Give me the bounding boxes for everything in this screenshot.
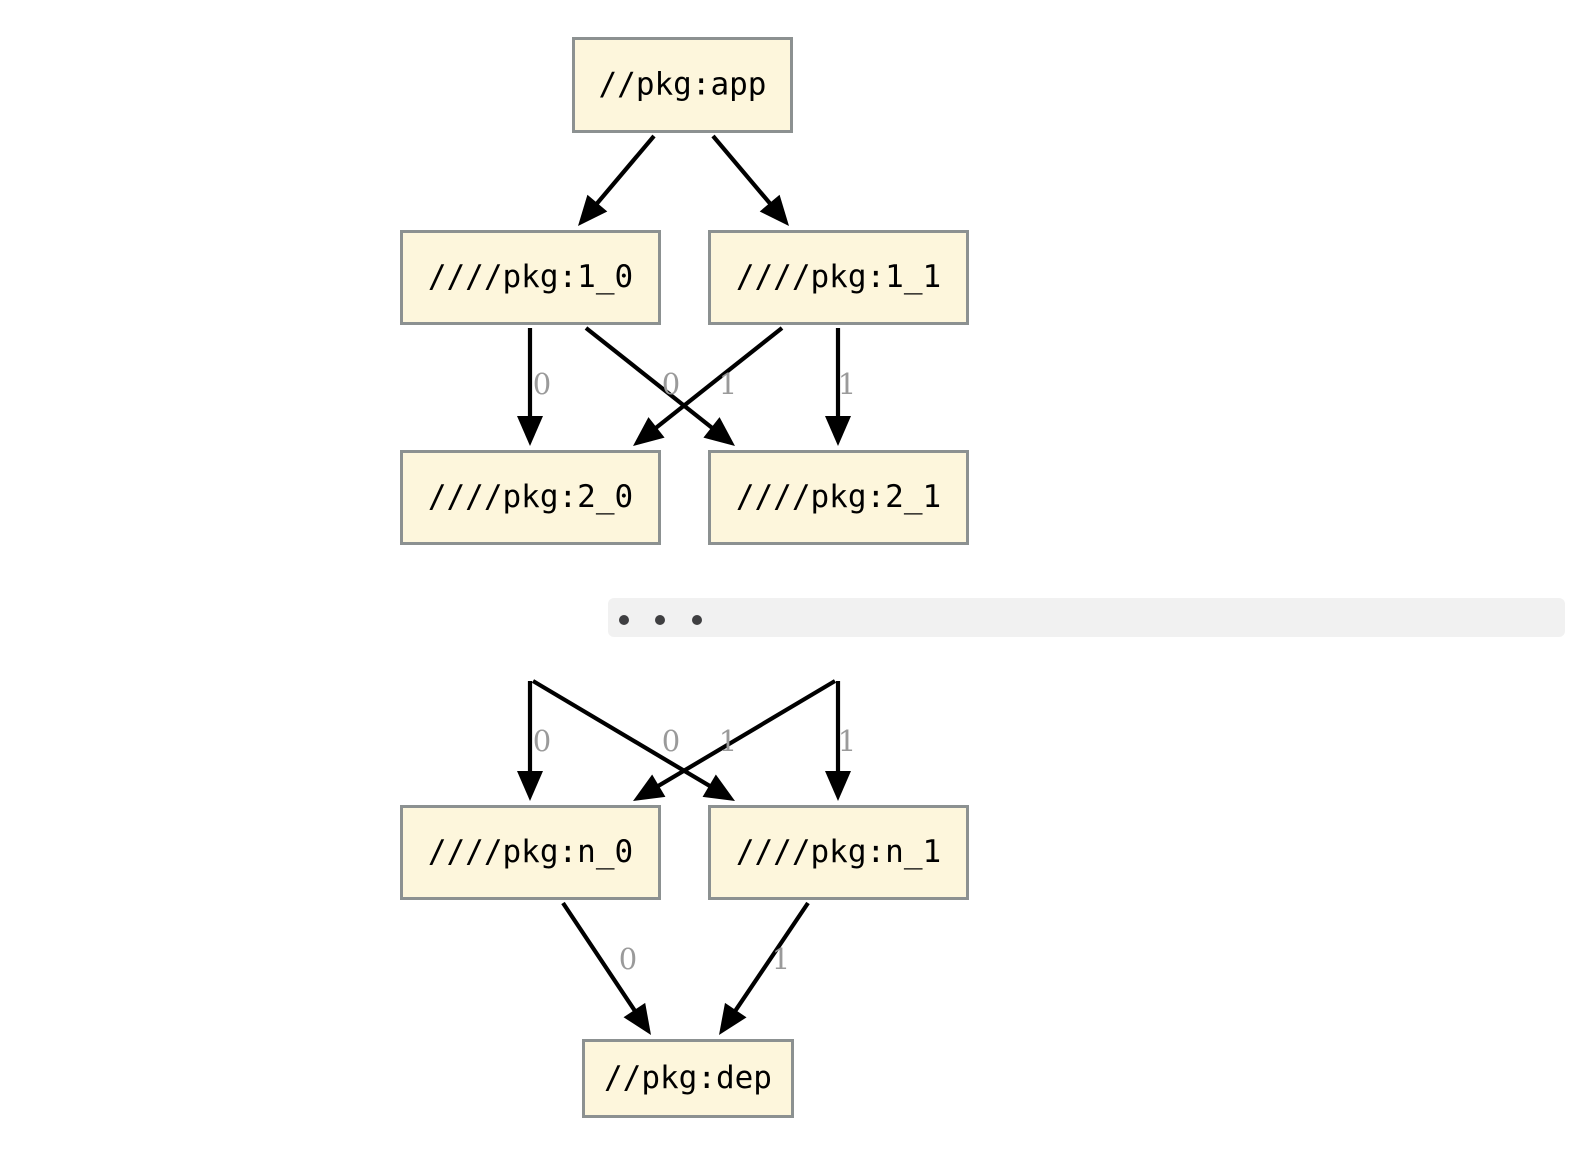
ellipsis-dot-icon <box>619 615 629 625</box>
node-box[interactable] <box>708 805 969 900</box>
edge-arrowhead-icon <box>759 194 789 226</box>
graph-node-app[interactable]: //pkg:app <box>572 37 793 133</box>
edge-arrowhead-icon <box>702 774 735 801</box>
graph-edge <box>584 326 735 446</box>
edge-arrowhead-icon <box>578 194 608 226</box>
node-box[interactable] <box>708 230 969 325</box>
graph-node-n2_1[interactable]: ////pkg:2_1 <box>708 450 969 545</box>
edge-arrowhead-icon <box>517 771 543 801</box>
edge-arrowhead-icon <box>825 416 851 446</box>
edge-line <box>730 901 810 1017</box>
edge-line <box>652 679 837 791</box>
edge-label: 1 <box>719 367 737 401</box>
graph-edge <box>719 901 810 1035</box>
node-label: ////pkg:2_1 <box>736 479 941 515</box>
graph-edge <box>561 901 651 1035</box>
edge-arrowhead-icon <box>623 1002 651 1035</box>
graph-node-dep[interactable]: //pkg:dep <box>582 1039 794 1118</box>
graph-edge <box>633 326 784 446</box>
nodes-layer: //pkg:app ////pkg:1_0 ////pkg:1_1 ////pkg:2… <box>400 37 969 1118</box>
edge-label: 0 <box>619 942 637 976</box>
node-label: ////pkg:1_0 <box>428 259 633 295</box>
node-box[interactable] <box>582 1039 794 1118</box>
edge-label: 0 <box>662 367 680 401</box>
ellipsis-dot-icon <box>692 615 702 625</box>
graph-edge <box>517 681 543 801</box>
ellipsis-band <box>608 598 1565 637</box>
ellipsis-band-layer <box>608 598 1565 637</box>
node-label: //pkg:app <box>599 67 767 103</box>
edge-label: 1 <box>838 724 856 758</box>
ellipsis-dot-icon <box>655 615 665 625</box>
node-label: //pkg:dep <box>604 1060 772 1096</box>
graph-edge <box>517 328 543 446</box>
edge-line <box>650 326 784 433</box>
node-box[interactable] <box>400 230 661 325</box>
graph-node-nn_0[interactable]: ////pkg:n_0 <box>400 805 661 900</box>
node-label: ////pkg:1_1 <box>736 259 941 295</box>
graph-node-nn_1[interactable]: ////pkg:n_1 <box>708 805 969 900</box>
graph-node-n2_0[interactable]: ////pkg:2_0 <box>400 450 661 545</box>
node-box[interactable] <box>400 450 661 545</box>
edge-arrowhead-icon <box>517 416 543 446</box>
edge-label: 0 <box>533 724 551 758</box>
edge-label: 1 <box>838 367 856 401</box>
graph-edge <box>633 679 837 801</box>
edge-label: 1 <box>772 942 790 976</box>
edge-line <box>591 134 656 210</box>
edges-layer <box>517 134 851 1035</box>
graph-node-n1_0[interactable]: ////pkg:1_0 <box>400 230 661 325</box>
edge-label: 0 <box>533 367 551 401</box>
graph-edge <box>578 134 656 226</box>
graph-edge <box>825 681 851 801</box>
edge-line <box>584 326 718 433</box>
edge-labels-layer: 0 0 1 1 0 0 1 1 0 1 <box>533 367 856 976</box>
graph-edge <box>825 328 851 446</box>
edge-arrowhead-icon <box>633 774 666 801</box>
edge-line <box>561 901 640 1017</box>
graph-node-n1_1[interactable]: ////pkg:1_1 <box>708 230 969 325</box>
edge-arrowhead-icon <box>825 771 851 801</box>
node-box[interactable] <box>708 450 969 545</box>
edge-arrowhead-icon <box>719 1002 747 1035</box>
edge-line <box>711 134 776 210</box>
edge-arrowhead-icon <box>633 417 665 446</box>
graph-edge <box>711 134 789 226</box>
node-box[interactable] <box>400 805 661 900</box>
node-label: ////pkg:2_0 <box>428 479 633 515</box>
node-label: ////pkg:n_0 <box>428 834 633 870</box>
edge-arrowhead-icon <box>703 417 735 446</box>
edge-label: 0 <box>662 724 680 758</box>
edge-label: 1 <box>719 724 737 758</box>
node-label: ////pkg:n_1 <box>736 834 941 870</box>
node-box[interactable] <box>572 37 793 133</box>
